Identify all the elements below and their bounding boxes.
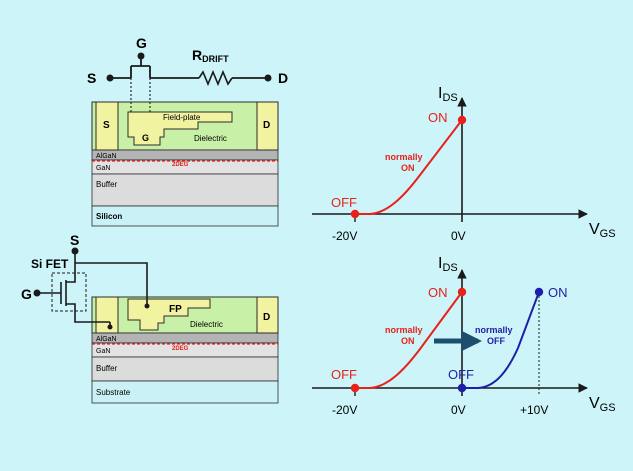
bottom-algan-label: AlGaN	[96, 336, 117, 343]
top-graph-tick-label-left: -20V	[332, 229, 357, 243]
top-graph-mode-line1: normally	[385, 152, 423, 162]
top-dielectric-label: Dielectric	[194, 134, 227, 143]
bottom-graph-mode-red-line2: ON	[401, 336, 415, 346]
bottom-contact-drain-label: D	[263, 312, 270, 323]
bottom-algan-layer	[91, 332, 279, 344]
bottom-graph-tick-label-origin: 0V	[451, 403, 466, 417]
top-graph-tick-label-origin: 0V	[451, 229, 466, 243]
bottom-gate-node	[33, 289, 41, 297]
bottom-graph-mode-blue-line2: OFF	[487, 336, 505, 346]
top-algan-label: AlGaN	[96, 153, 117, 160]
bottom-source-to-fp-wire	[75, 262, 148, 304]
bottom-drain-contact	[256, 296, 279, 334]
top-silicon-layer	[91, 205, 279, 227]
top-device: S G D RDRIFT S D Field-plate G Dielectri…	[87, 35, 288, 227]
bottom-terminal-gate: G	[21, 286, 32, 302]
top-graph-x-label: VGS	[589, 221, 616, 240]
bottom-buffer-label: Buffer	[96, 364, 118, 373]
bottom-gan-label: GaN	[96, 348, 110, 355]
bottom-graph-off-label-blue: OFF	[448, 367, 474, 382]
bottom-source-node	[71, 247, 79, 255]
bottom-graph-off-label-red: OFF	[331, 367, 357, 382]
top-terminal-gate: G	[136, 35, 147, 51]
top-source-contact	[95, 101, 119, 151]
top-terminal-drain: D	[278, 70, 288, 86]
top-graph-curve-normally-on	[355, 119, 463, 215]
bottom-graph: IDS VGS OFF ON OFF ON normally ON normal…	[312, 255, 616, 417]
top-gate-inner-label: G	[142, 133, 149, 143]
bottom-graph-x-label: VGS	[589, 395, 616, 414]
top-graph: IDS VGS OFF ON normally ON -20V 0V	[312, 85, 616, 243]
bottom-graph-off-point-red	[350, 383, 360, 393]
bottom-fp-label: FP	[169, 304, 182, 315]
bottom-graph-mode-blue-line1: normally	[475, 325, 513, 335]
top-gate-node	[137, 52, 145, 60]
bottom-2deg-label: 2DEG	[172, 346, 189, 352]
top-graph-on-label: ON	[428, 110, 448, 125]
bottom-source-contact	[95, 296, 119, 334]
bottom-graph-on-point-red	[457, 287, 467, 297]
bottom-fp-contact-node	[144, 303, 150, 309]
top-drain-node	[264, 74, 272, 82]
bottom-graph-mode-red-line1: normally	[385, 325, 423, 335]
top-field-plate-label: Field-plate	[163, 113, 201, 122]
bottom-graph-curve-normally-off	[462, 291, 540, 389]
top-field-plate	[127, 111, 233, 146]
bottom-terminal-source: S	[70, 232, 79, 248]
top-2deg-label: 2DEG	[172, 162, 189, 168]
bottom-graph-curve-normally-on	[355, 291, 463, 389]
bottom-graph-on-point-blue	[534, 287, 544, 297]
top-graph-on-point	[457, 115, 467, 125]
top-algan-layer	[91, 149, 279, 161]
top-graph-off-point	[350, 209, 360, 219]
si-fet-label: Si FET	[31, 257, 69, 271]
bottom-device: Si FET S G D FP Dielectric AlGaN GaN 2DE…	[21, 232, 279, 404]
si-fet-drain-wire	[66, 263, 76, 283]
top-silicon-label: Silicon	[96, 212, 122, 221]
si-fet-source-wire	[66, 303, 110, 323]
top-contact-source-label: S	[103, 120, 110, 131]
top-buffer-label: Buffer	[96, 180, 118, 189]
top-graph-mode-line2: ON	[401, 163, 415, 173]
top-resistor-label: RDRIFT	[192, 47, 229, 64]
top-source-node	[106, 74, 114, 82]
bottom-graph-tick-label-right: +10V	[520, 403, 548, 417]
si-fet-box	[51, 272, 87, 312]
bottom-substrate-label: Substrate	[96, 388, 131, 397]
top-gan-label: GaN	[96, 165, 110, 172]
top-terminal-source: S	[87, 70, 96, 86]
bottom-s-contact-node	[107, 324, 113, 330]
bottom-substrate-layer	[91, 380, 279, 404]
top-buffer-layer	[91, 173, 279, 207]
top-graph-y-label: IDS	[438, 85, 458, 104]
top-graph-off-label: OFF	[331, 195, 357, 210]
bottom-graph-on-label-blue: ON	[548, 285, 568, 300]
bottom-graph-off-point-blue	[457, 383, 467, 393]
top-drain-contact	[256, 101, 279, 151]
top-resistor	[198, 69, 233, 87]
bottom-graph-on-label-red: ON	[428, 285, 448, 300]
bottom-graph-y-label: IDS	[438, 255, 458, 274]
bottom-dielectric-label: Dielectric	[190, 320, 223, 329]
top-contact-drain-label: D	[263, 120, 270, 131]
bottom-graph-tick-label-left: -20V	[332, 403, 357, 417]
bottom-buffer-layer	[91, 356, 279, 382]
